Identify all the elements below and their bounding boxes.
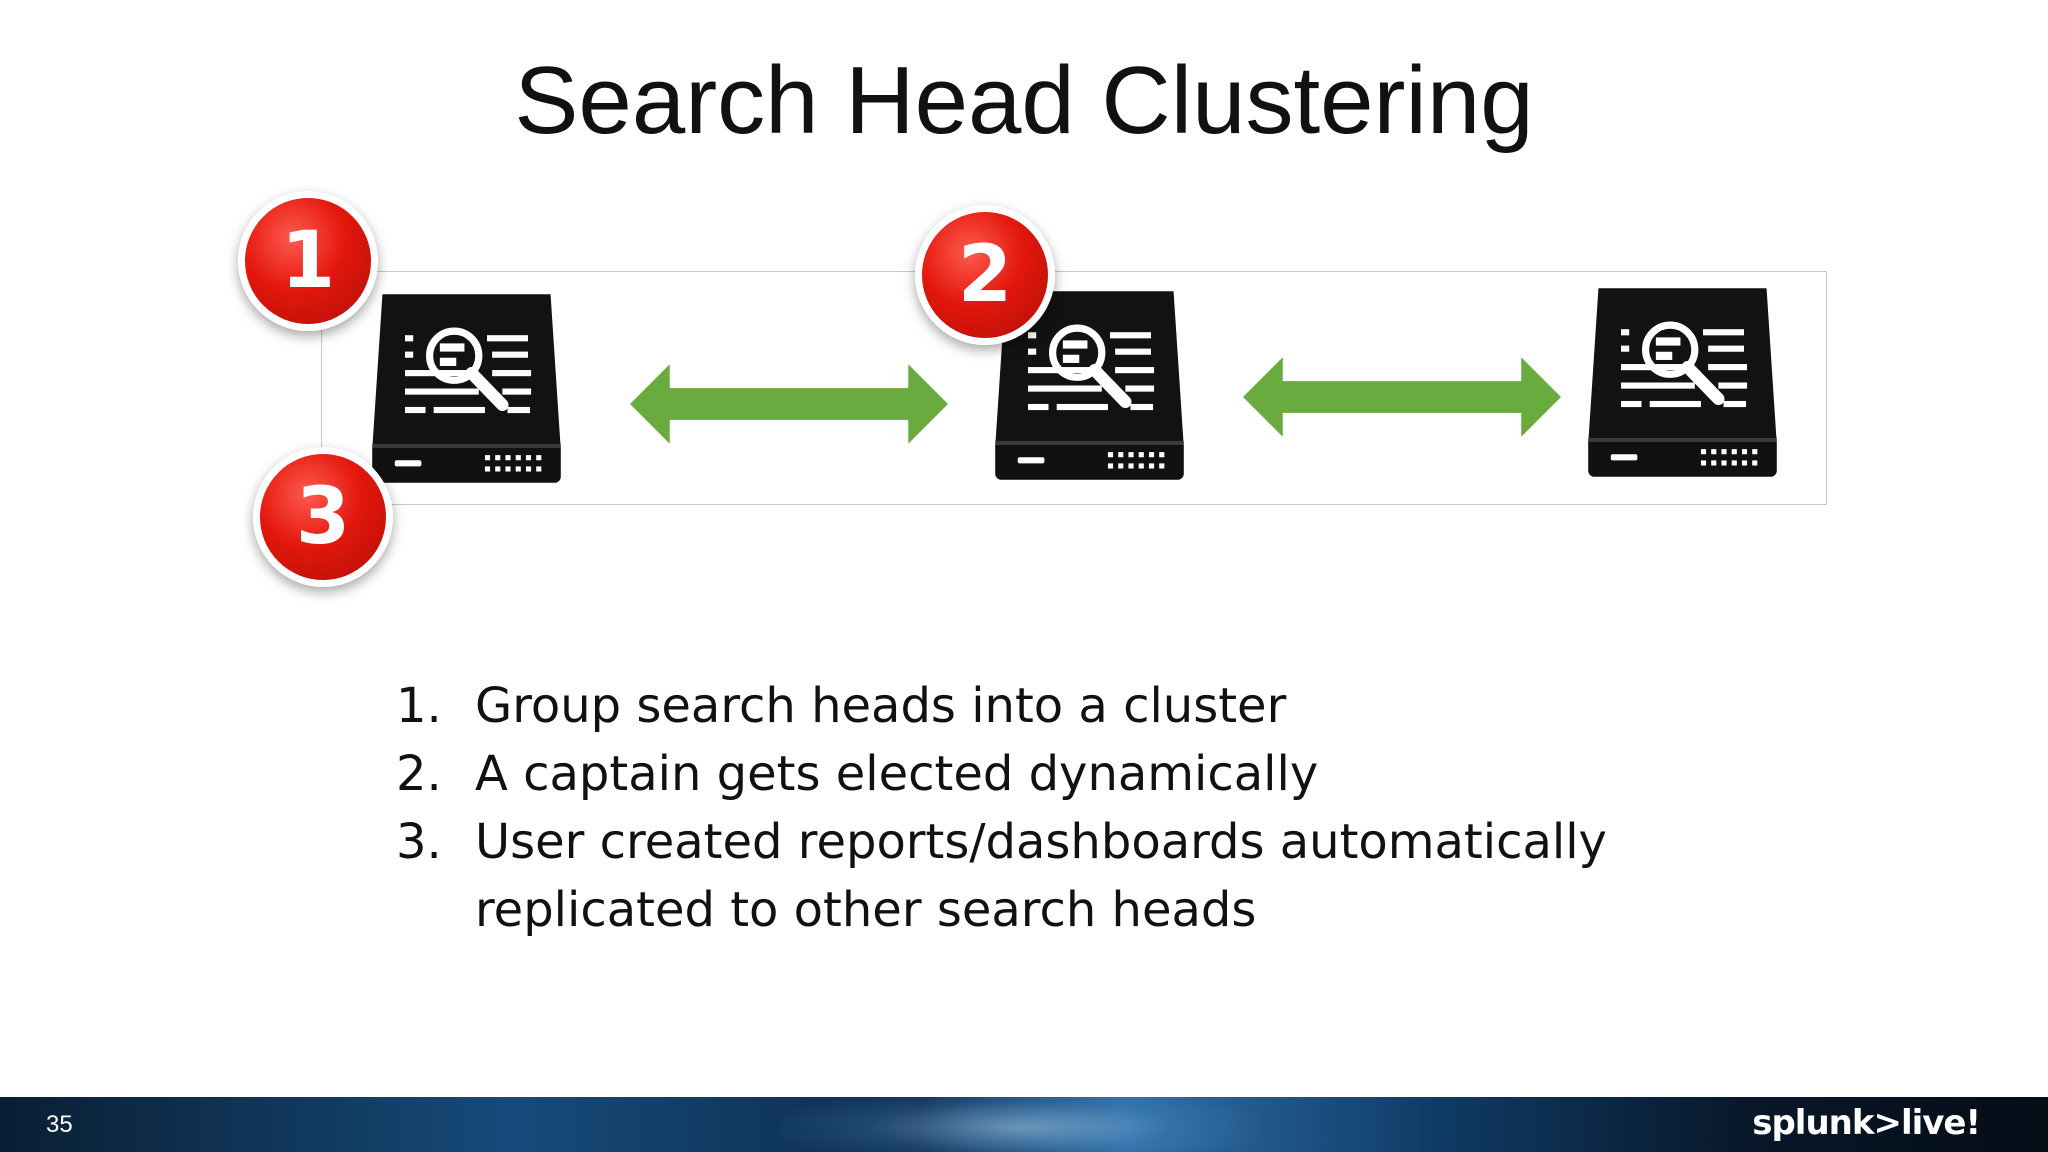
marker-1-badge: 1 <box>238 191 378 331</box>
step-number: 2. <box>396 746 442 802</box>
marker-3-badge: 3 <box>253 447 393 587</box>
step-text: Group search heads into a cluster <box>475 678 1287 734</box>
search-head-server-icon <box>364 286 569 491</box>
list-item: 3. User created reports/dashboards autom… <box>396 808 1846 944</box>
list-item: 2. A captain gets elected dynamically <box>396 740 1846 808</box>
step-text: A captain gets elected dynamically <box>475 746 1319 802</box>
step-text: User created reports/dashboards automati… <box>475 814 1607 938</box>
page-number: 35 <box>46 1111 73 1138</box>
slide-title: Search Head Clustering <box>514 47 1534 154</box>
bidirectional-arrow-icon <box>630 360 948 448</box>
search-head-server-icon <box>987 283 1192 488</box>
step-number: 3. <box>396 814 442 870</box>
search-head-server-icon <box>1580 280 1785 485</box>
list-item: 1. Group search heads into a cluster <box>396 672 1846 740</box>
cluster-frame <box>321 271 1827 505</box>
footer-banner: 35 splunk>live! <box>0 1097 2048 1152</box>
steps-list: 1. Group search heads into a cluster 2. … <box>396 672 1846 944</box>
footer-glow <box>780 1097 1260 1152</box>
marker-2-badge: 2 <box>915 205 1055 345</box>
splunk-live-logo: splunk>live! <box>1752 1103 1981 1143</box>
bidirectional-arrow-icon <box>1243 353 1561 441</box>
step-number: 1. <box>396 678 442 734</box>
